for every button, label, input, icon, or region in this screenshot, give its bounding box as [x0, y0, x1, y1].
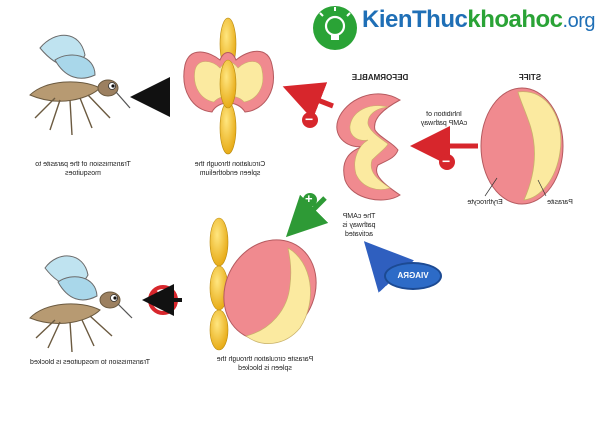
- plus-sign-glyph: +: [305, 191, 313, 206]
- minus-sign-1-glyph: −: [442, 153, 451, 169]
- watermark-part2: khoahoc: [467, 6, 563, 33]
- label-parasite: Parasite: [547, 199, 573, 206]
- label-spleen-circulation: Circulation through the spleen endotheli…: [194, 161, 266, 177]
- mosquito-bottom-icon: [29, 255, 133, 353]
- label-inhibition: Inhibition of cAMP pathway: [420, 111, 468, 127]
- watermark-brand: KienThuckhoahoc.org: [362, 6, 596, 34]
- to-spleen-arrow: [282, 82, 334, 120]
- parasite-pointer: [537, 179, 547, 197]
- label-transmission: Transmission of the parasite to mosquito…: [35, 161, 131, 177]
- watermark-part3: .org: [562, 10, 596, 32]
- plus-sign: [303, 193, 317, 207]
- minus-sign-2-glyph: −: [305, 111, 314, 127]
- minus-sign-2: [302, 112, 318, 128]
- stiff-erythrocyte: [480, 87, 564, 205]
- mosquito-top-icon: [29, 34, 131, 136]
- viagra-pill: VIAGRA: [384, 262, 442, 290]
- label-deformable: DEFORMABLE: [351, 73, 409, 82]
- label-stiff: STIFF: [518, 73, 542, 82]
- label-blocked-circulation: Parasite circulation through the spleen …: [216, 356, 314, 372]
- erythrocyte-pointer: [484, 177, 498, 197]
- viagra-arrow: [363, 241, 415, 293]
- viagra-label: VIAGRA: [397, 271, 429, 280]
- minus-sign-1: [439, 154, 455, 170]
- logo-bulb-icon: [313, 6, 357, 50]
- label-erythrocyte: Erythrocyte: [467, 199, 503, 206]
- activation-arrow: [285, 194, 329, 238]
- label-blocked-transmission: Transmission to mosquitoes is blocked: [30, 359, 150, 366]
- stuck-erythrocyte: [223, 239, 317, 344]
- label-camp-activated: The cAMP pathway is activated: [342, 213, 376, 238]
- spleen-endothelium-top: [183, 17, 274, 155]
- deformable-erythrocyte: [336, 93, 402, 201]
- watermark-part1: KienThuc: [362, 6, 468, 33]
